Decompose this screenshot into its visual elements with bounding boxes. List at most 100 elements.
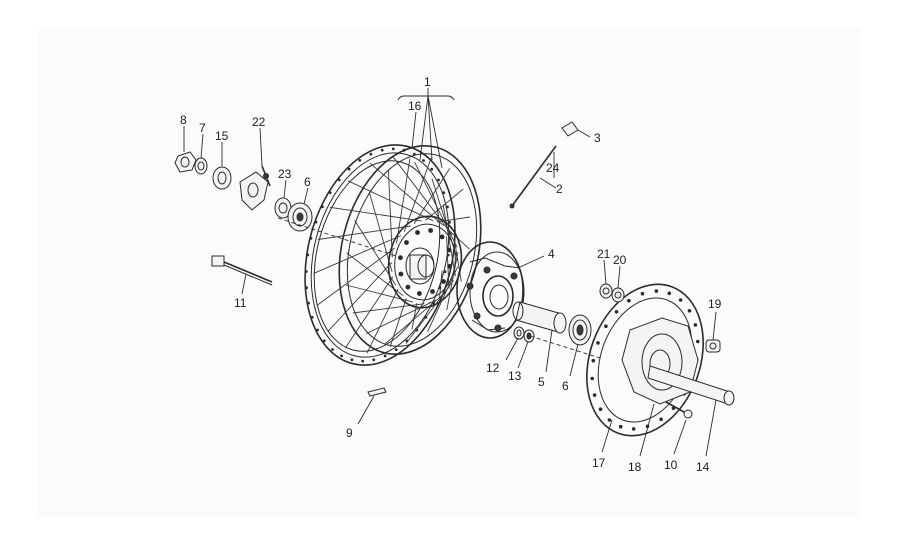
disc-hole <box>596 341 600 345</box>
rim-nipple <box>422 159 425 162</box>
spoke-line <box>413 168 451 225</box>
rim-nipple <box>337 178 341 182</box>
bearing-6-left <box>287 202 313 232</box>
rim-nipple <box>446 205 449 209</box>
label-6-right: 6 <box>562 379 569 393</box>
label-3: 3 <box>594 131 601 145</box>
rim-nipple <box>322 339 326 343</box>
spoke-line <box>352 303 425 314</box>
disc-hole <box>627 298 631 303</box>
spoke-line <box>366 299 436 335</box>
brake-hub-4 <box>456 241 525 339</box>
label-21: 21 <box>597 247 611 261</box>
spoke-line <box>317 225 411 240</box>
rim-nipple <box>402 148 406 152</box>
rim-nipple <box>437 178 440 182</box>
label-1: 1 <box>424 75 431 89</box>
rim-nipple <box>347 167 351 171</box>
rim-nipple <box>372 358 376 362</box>
rim-nipple <box>412 152 416 156</box>
rim-nipple <box>430 167 434 171</box>
spacer-15 <box>212 166 232 190</box>
label-14: 14 <box>696 460 710 474</box>
disc-hole <box>659 417 663 422</box>
spoke-line <box>446 252 459 311</box>
speedometer-drive-22 <box>239 165 271 211</box>
seal-23 <box>274 197 292 219</box>
spoke-line <box>414 161 458 248</box>
rim-nipple <box>321 205 324 209</box>
disc-hole <box>693 323 698 327</box>
disc-hole <box>592 393 597 397</box>
rim-nipple <box>369 152 373 156</box>
hub-hole <box>446 247 452 253</box>
label-7: 7 <box>199 121 206 135</box>
disc-hole <box>687 309 692 313</box>
rim-nipple <box>358 159 362 162</box>
hub-hole <box>404 240 409 245</box>
spoke-line <box>327 262 393 332</box>
label-22: 22 <box>252 115 266 129</box>
label-2: 2 <box>556 182 563 196</box>
spoke-line <box>446 236 450 289</box>
rim-nipple <box>391 147 395 151</box>
washer-7 <box>194 157 208 175</box>
spoke-line <box>347 180 434 222</box>
spoke-2 <box>509 145 557 209</box>
spoke-line <box>345 276 394 349</box>
spoke-line <box>425 188 464 221</box>
spoke-line <box>387 170 393 258</box>
rim-nipple <box>361 359 365 363</box>
washer-20 <box>611 287 625 303</box>
label-9: 9 <box>346 426 353 440</box>
spoke-line <box>368 191 393 273</box>
disc-hole <box>614 310 619 314</box>
rim-nipple <box>448 220 451 224</box>
hub-hole <box>405 284 411 290</box>
label-10: 10 <box>664 458 678 472</box>
rim-nipple <box>383 354 387 358</box>
disc-hole <box>678 298 683 302</box>
rim-nipple <box>328 191 332 195</box>
hub-hole <box>447 263 452 269</box>
nut-12 <box>513 326 525 340</box>
disc-hole <box>591 358 596 363</box>
disc-hole <box>607 418 612 422</box>
disc-hole <box>654 289 659 293</box>
hub-hole <box>428 228 433 233</box>
rim-nipple <box>304 270 308 273</box>
label-6-left: 6 <box>304 175 311 189</box>
rim-nipple <box>380 148 384 152</box>
balance-weight-9 <box>367 387 387 397</box>
hub-hole <box>430 289 435 294</box>
leader-lines <box>183 88 717 457</box>
part-labels: 1 16 8 7 15 22 23 6 3 24 2 4 21 20 19 11… <box>180 75 722 474</box>
rim-nipple <box>316 328 319 332</box>
label-4: 4 <box>548 247 555 261</box>
spoke-line <box>392 156 453 236</box>
label-16: 16 <box>408 99 422 113</box>
label-13: 13 <box>508 369 522 383</box>
disc-hole <box>590 376 594 381</box>
label-20: 20 <box>613 253 627 267</box>
spoke-line <box>384 291 447 345</box>
spoke-line <box>313 235 402 275</box>
bolt-11 <box>211 255 273 286</box>
wheel-spokes <box>313 156 471 354</box>
bearing-6-right <box>568 314 592 346</box>
spoke-line <box>396 158 411 244</box>
rim-nipple <box>314 220 318 224</box>
spoked-wheel <box>304 144 482 366</box>
disc-hole <box>618 424 623 429</box>
spoke-line <box>405 280 454 344</box>
spoke-line <box>436 216 471 223</box>
hub-hole <box>417 291 422 296</box>
carrier-plate-18 <box>621 317 699 405</box>
disc-hole <box>696 339 700 344</box>
label-23: 23 <box>278 167 292 181</box>
spoke-line <box>442 204 456 276</box>
disc-hole <box>667 291 672 296</box>
rim-nipples <box>304 147 452 363</box>
rim-nipple <box>306 253 310 257</box>
label-12: 12 <box>486 361 500 375</box>
